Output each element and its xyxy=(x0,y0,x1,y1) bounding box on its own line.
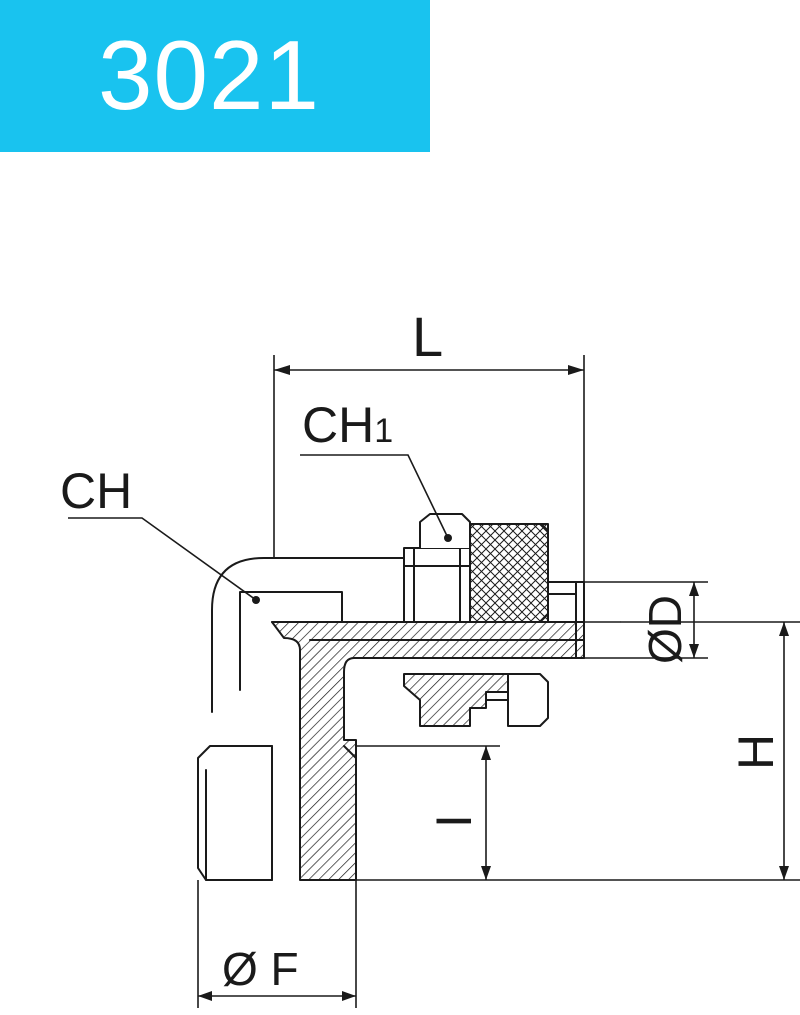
tube-bore-section xyxy=(271,621,585,881)
leader-ch1 xyxy=(300,454,449,539)
label-ch1-main: CH xyxy=(302,397,374,453)
header-banner xyxy=(0,0,430,152)
label-of: Ø F xyxy=(222,943,299,995)
knurled-sleeve xyxy=(469,523,549,623)
label-l: L xyxy=(412,305,443,368)
label-ch1: CH1 xyxy=(302,397,393,453)
part-number-title: 3021 xyxy=(98,20,321,130)
label-h: H xyxy=(728,734,784,770)
lower-nut-section xyxy=(403,673,509,727)
tube-stub xyxy=(547,581,585,659)
label-i: I xyxy=(426,814,482,828)
label-ch1-sub: 1 xyxy=(374,412,393,450)
leader-ch xyxy=(68,517,257,601)
dimension-arrowheads xyxy=(198,365,789,1001)
knurled-sleeve-edge xyxy=(469,523,549,623)
label-ch: CH xyxy=(60,463,132,519)
elbow-inner-outline xyxy=(239,591,343,691)
thread-right-side xyxy=(343,745,357,881)
elbow-outer-outline xyxy=(211,557,405,713)
male-thread-outline xyxy=(197,745,273,881)
lower-nut-right xyxy=(507,673,549,727)
label-od: ØD xyxy=(639,595,691,664)
